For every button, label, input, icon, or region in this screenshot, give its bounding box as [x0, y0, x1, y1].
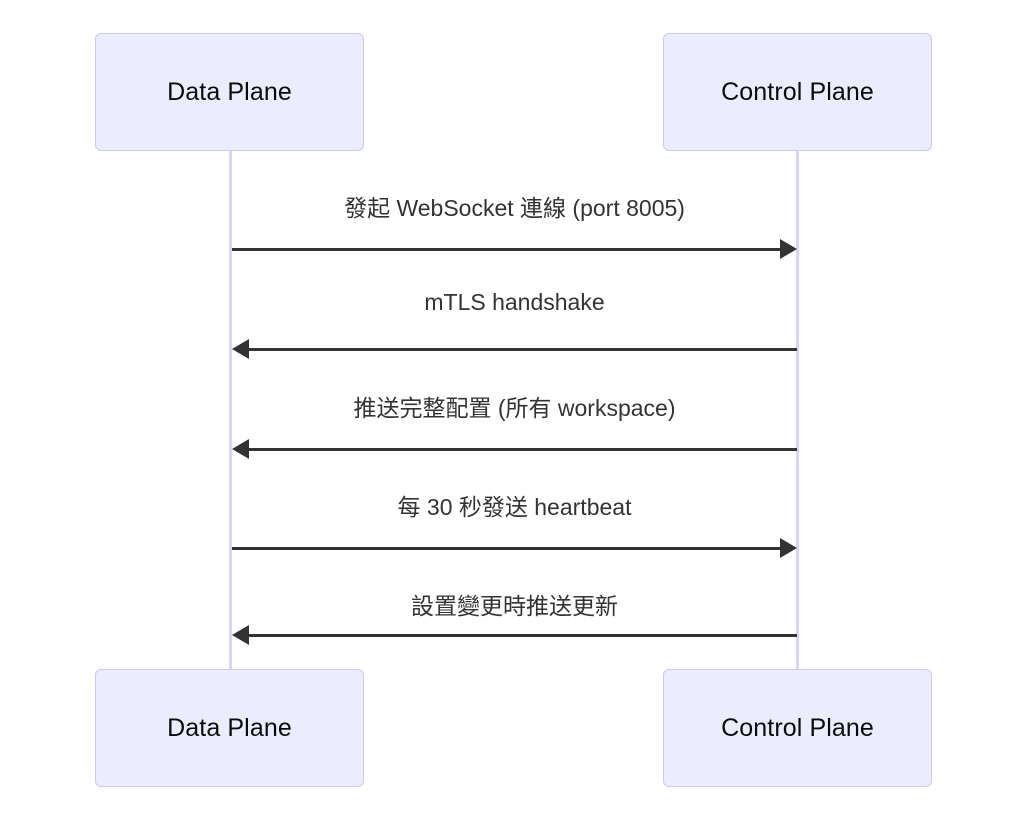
actor-label-data-plane-bottom: Data Plane	[167, 713, 292, 742]
actor-label-control-plane-bottom: Control Plane	[721, 713, 874, 742]
message-5-arrowhead-left	[232, 625, 249, 645]
message-1-arrowhead-right	[780, 239, 797, 259]
message-3-line	[249, 448, 797, 451]
message-1-line	[232, 248, 780, 251]
message-4-label: 每 30 秒發送 heartbeat	[397, 494, 632, 520]
message-2-arrowhead-left	[232, 339, 249, 359]
lifeline-data-plane	[229, 151, 232, 675]
message-4-line	[232, 547, 780, 550]
actor-box-control-plane-bottom[interactable]: Control Plane	[663, 669, 932, 787]
actor-box-data-plane-bottom[interactable]: Data Plane	[95, 669, 364, 787]
actor-label-data-plane-top: Data Plane	[167, 77, 292, 106]
message-2-line	[249, 348, 797, 351]
actor-label-control-plane-top: Control Plane	[721, 77, 874, 106]
message-2-label: mTLS handshake	[424, 289, 605, 315]
message-1-label: 發起 WebSocket 連線 (port 8005)	[344, 195, 685, 221]
message-3-label: 推送完整配置 (所有 workspace)	[353, 395, 676, 421]
lifeline-control-plane	[796, 151, 799, 675]
actor-box-control-plane-top[interactable]: Control Plane	[663, 33, 932, 151]
message-3-arrowhead-left	[232, 439, 249, 459]
message-5-label: 設置變更時推送更新	[411, 593, 618, 619]
actor-box-data-plane-top[interactable]: Data Plane	[95, 33, 364, 151]
message-4-arrowhead-right	[780, 538, 797, 558]
message-5-line	[249, 634, 797, 637]
